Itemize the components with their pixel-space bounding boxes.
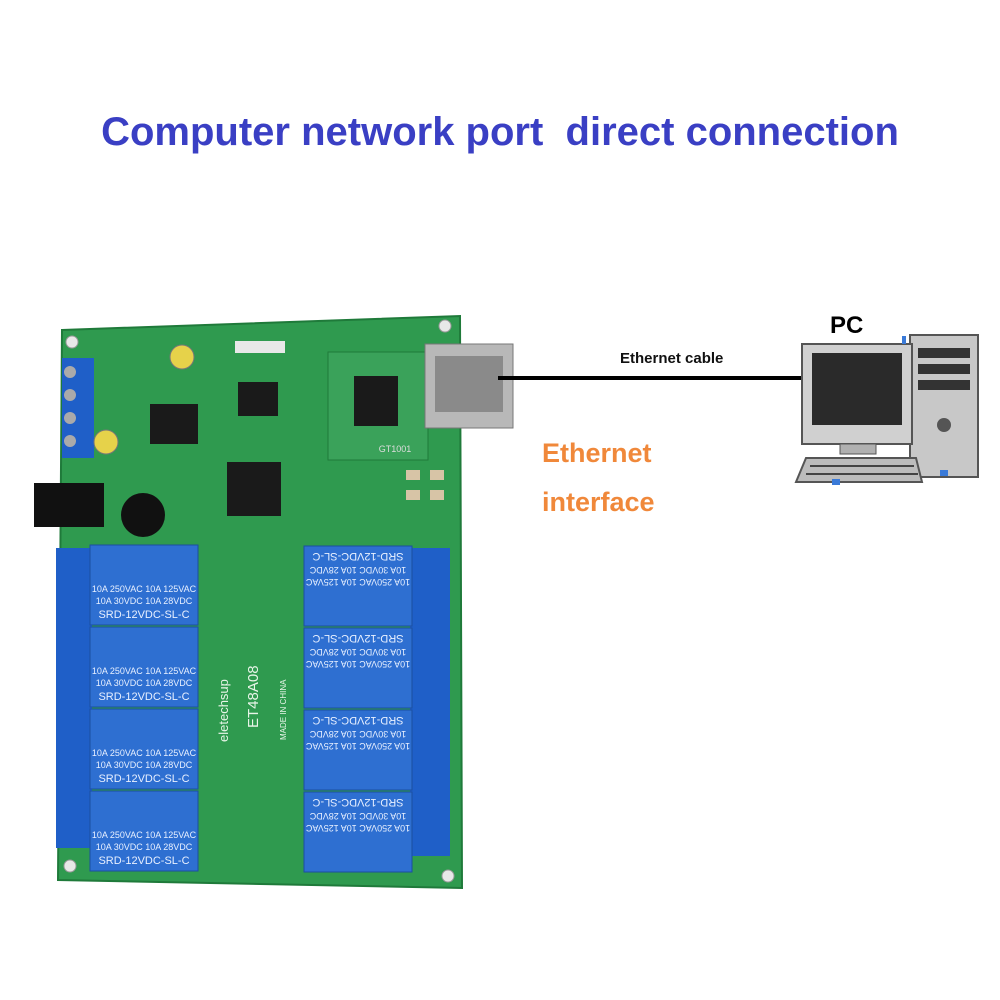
relay: 10A 250VAC 10A 125VAC 10A 30VDC 10A 28VD…	[89, 708, 199, 790]
mounting-hole	[65, 335, 79, 349]
relay: 10A 250VAC 10A 125VAC 10A 30VDC 10A 28VD…	[303, 709, 413, 791]
mounting-hole	[441, 869, 455, 883]
svg-text:10A 250VAC 10A 125VAC: 10A 250VAC 10A 125VAC	[92, 830, 197, 840]
svg-text:10A 30VDC 10A 28VDC: 10A 30VDC 10A 28VDC	[309, 647, 406, 657]
ethernet-chip	[354, 376, 398, 426]
capacitor	[169, 344, 195, 370]
svg-text:10A 30VDC 10A 28VDC: 10A 30VDC 10A 28VDC	[96, 842, 193, 852]
relay: 10A 250VAC 10A 125VAC 10A 30VDC 10A 28VD…	[303, 627, 413, 709]
smd-component	[406, 470, 420, 480]
relay: 10A 250VAC 10A 125VAC 10A 30VDC 10A 28VD…	[89, 790, 199, 872]
svg-text:10A 250VAC 10A 125VAC: 10A 250VAC 10A 125VAC	[92, 748, 197, 758]
terminal-screw	[64, 412, 76, 424]
cable-marker	[940, 470, 948, 476]
svg-text:SRD-12VDC-SL-C: SRD-12VDC-SL-C	[98, 773, 189, 785]
relay: 10A 250VAC 10A 125VAC 10A 30VDC 10A 28VD…	[89, 626, 199, 708]
rj45-opening	[435, 356, 503, 412]
svg-text:SRD-12VDC-SL-C: SRD-12VDC-SL-C	[312, 550, 403, 562]
cable-label: Ethernet cable	[620, 350, 724, 367]
voltage-regulator	[150, 404, 198, 444]
smd-component	[430, 490, 444, 500]
svg-text:10A 250VAC 10A 125VAC: 10A 250VAC 10A 125VAC	[92, 666, 197, 676]
brand-text: eletechsup	[216, 679, 231, 742]
cable-marker	[902, 336, 906, 344]
relay: 10A 250VAC 10A 125VAC 10A 30VDC 10A 28VD…	[89, 544, 199, 626]
interface-label-line1: Ethernet	[542, 438, 652, 468]
mounting-hole	[438, 319, 452, 333]
svg-text:10A 250VAC 10A 125VAC: 10A 250VAC 10A 125VAC	[305, 741, 410, 751]
power-button	[937, 418, 951, 432]
pc-label: PC	[830, 312, 864, 339]
pc-computer	[794, 334, 979, 485]
monitor-screen	[812, 353, 902, 425]
ic-chip	[238, 382, 278, 416]
relay: 10A 250VAC 10A 125VAC 10A 30VDC 10A 28VD…	[303, 791, 413, 873]
terminal-screw	[64, 435, 76, 447]
monitor-stand	[839, 443, 877, 455]
buzzer	[121, 493, 165, 537]
smd-component	[406, 490, 420, 500]
svg-text:10A 30VDC 10A 28VDC: 10A 30VDC 10A 28VDC	[96, 678, 193, 688]
svg-text:10A 250VAC 10A 125VAC: 10A 250VAC 10A 125VAC	[92, 584, 197, 594]
svg-text:SRD-12VDC-SL-C: SRD-12VDC-SL-C	[312, 632, 403, 644]
drive-bay	[918, 348, 970, 358]
svg-text:10A 30VDC 10A 28VDC: 10A 30VDC 10A 28VDC	[309, 729, 406, 739]
dc-jack	[34, 483, 104, 527]
svg-text:10A 250VAC 10A 125VAC: 10A 250VAC 10A 125VAC	[305, 659, 410, 669]
svg-text:SRD-12VDC-SL-C: SRD-12VDC-SL-C	[98, 855, 189, 867]
model-text: ET48A08	[245, 665, 262, 728]
page-title: Computer network port direct connection	[101, 110, 899, 154]
interface-label-line2: interface	[542, 487, 655, 517]
svg-text:SRD-12VDC-SL-C: SRD-12VDC-SL-C	[312, 714, 403, 726]
smd-component	[430, 470, 444, 480]
terminal-screw	[64, 366, 76, 378]
ethernet-module	[327, 351, 429, 461]
drive-bay	[918, 364, 970, 374]
origin-text: MADE IN CHINA	[279, 679, 288, 740]
mounting-hole	[63, 859, 77, 873]
svg-text:10A 250VAC 10A 125VAC: 10A 250VAC 10A 125VAC	[305, 577, 410, 587]
terminal-screw	[64, 389, 76, 401]
capacitor	[93, 429, 119, 455]
right-terminal-block	[410, 548, 450, 856]
microcontroller	[227, 462, 281, 516]
svg-text:SRD-12VDC-SL-C: SRD-12VDC-SL-C	[312, 796, 403, 808]
header-pins	[235, 341, 285, 353]
svg-text:10A 30VDC 10A 28VDC: 10A 30VDC 10A 28VDC	[309, 565, 406, 575]
svg-text:10A 250VAC 10A 125VAC: 10A 250VAC 10A 125VAC	[305, 823, 410, 833]
module-label: GT1001	[379, 444, 412, 454]
relay-board: GT1001 10A 250VAC 10A 125VAC 10A 30VDC 1…	[34, 314, 514, 890]
relay: 10A 250VAC 10A 125VAC 10A 30VDC 10A 28VD…	[303, 545, 413, 627]
keyboard	[794, 457, 924, 483]
svg-text:10A 30VDC 10A 28VDC: 10A 30VDC 10A 28VDC	[96, 596, 193, 606]
svg-text:SRD-12VDC-SL-C: SRD-12VDC-SL-C	[98, 691, 189, 703]
drive-bay	[918, 380, 970, 390]
svg-text:10A 30VDC 10A 28VDC: 10A 30VDC 10A 28VDC	[96, 760, 193, 770]
svg-text:10A 30VDC 10A 28VDC: 10A 30VDC 10A 28VDC	[309, 811, 406, 821]
svg-text:SRD-12VDC-SL-C: SRD-12VDC-SL-C	[98, 609, 189, 621]
left-terminal-block	[56, 548, 92, 848]
cable-marker	[832, 479, 840, 485]
